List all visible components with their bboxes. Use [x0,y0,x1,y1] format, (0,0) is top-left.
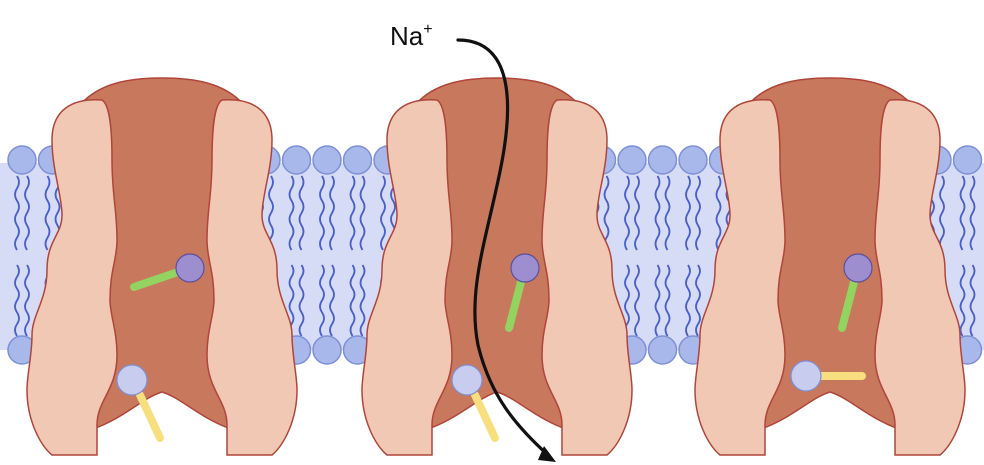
lipid-head [313,336,341,364]
inactivation-gate-rod [475,395,495,438]
activation-gate-knob [511,254,539,282]
channel-inactivated [695,78,965,455]
channel-closed [27,78,297,455]
channel-open [362,78,632,455]
lipid-head [8,146,36,174]
lipid-head [283,146,311,174]
lipid-head [313,146,341,174]
inactivation-gate-knob [791,361,821,391]
inactivation-gate-knob [117,365,147,395]
inactivation-gate-knob [452,365,482,395]
lipid-head [344,146,372,174]
activation-gate-knob [176,254,204,282]
inactivation-gate-rod [140,395,160,438]
ion-label: Na+ [390,21,433,51]
lipid-head [649,146,677,174]
lipid-head [954,146,982,174]
lipid-head [618,146,646,174]
lipid-head [679,146,707,174]
channels [27,78,965,455]
lipid-head [649,336,677,364]
activation-gate-knob [844,254,872,282]
